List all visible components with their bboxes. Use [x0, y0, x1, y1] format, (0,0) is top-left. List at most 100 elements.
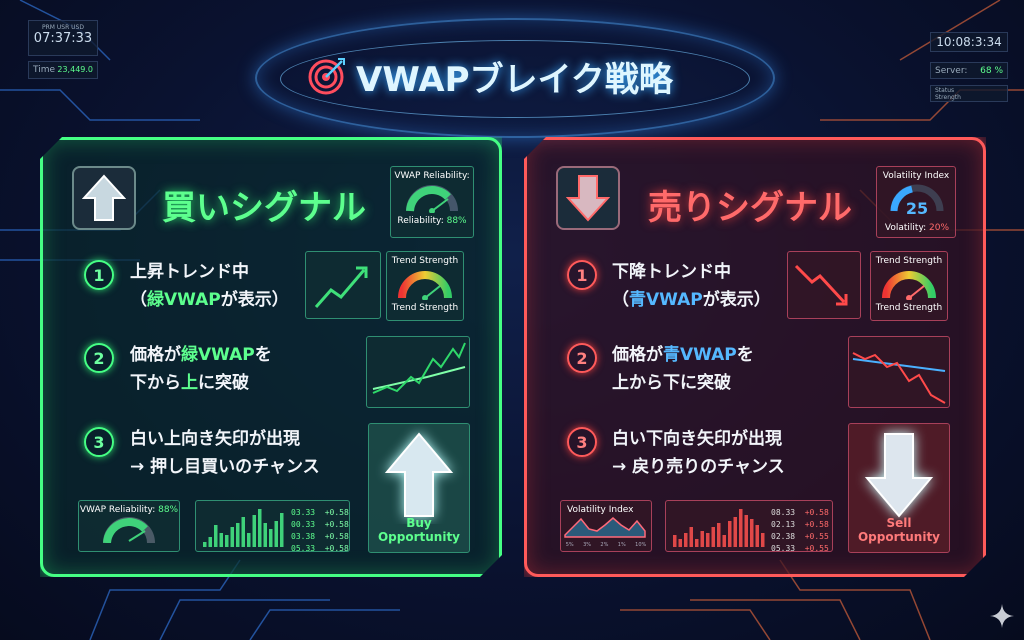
gauge-value: 88%	[446, 216, 467, 226]
volatility-value: 20%	[929, 223, 950, 233]
buy-step-3-number: 3	[84, 427, 114, 457]
hud-clock-right: 10:08:3:34	[930, 32, 1008, 52]
sell-title: 売りシグナル	[648, 188, 852, 228]
ticker-row: 02.38 +0.55	[771, 532, 829, 541]
downtrend-line	[794, 264, 848, 306]
bar	[225, 535, 229, 547]
bar	[252, 515, 256, 547]
uptrend-line	[314, 266, 368, 308]
buy-opportunity-card[interactable]: Buy Opportunity	[368, 423, 470, 553]
ticker-row: 05.33 +0.55	[771, 544, 829, 553]
breakout-line	[372, 342, 466, 394]
bar	[236, 523, 240, 547]
sell-step-1: 下降トレンド中 （青VWAPが表示）	[612, 262, 771, 310]
bar	[706, 533, 710, 547]
ticker-row: 00.33 +0.58	[291, 520, 349, 529]
sell-step-3: 白い下向き矢印が出現 → 戻り売りのチャンス	[612, 429, 785, 477]
hud-labels: PRM USR USD	[42, 24, 84, 31]
big-arrow-up-icon	[384, 432, 454, 517]
bar	[230, 527, 234, 547]
bar	[717, 523, 721, 547]
arrow-down-icon	[566, 175, 610, 222]
trend-gauge	[398, 271, 452, 301]
bar	[678, 539, 682, 547]
title-ring-inner	[280, 40, 750, 118]
bar	[241, 517, 245, 547]
volatility-dial	[890, 184, 944, 212]
big-arrow-down-icon	[864, 433, 934, 518]
bar	[761, 533, 765, 547]
bar	[214, 525, 218, 547]
bar	[695, 539, 699, 547]
buy-bar-chart	[203, 509, 284, 547]
sell-step-2: 価格が青VWAPを 上から下に突破	[612, 345, 754, 393]
bar	[208, 537, 212, 547]
server-value: 68 %	[980, 66, 1003, 76]
buy-breakout-chart	[366, 336, 470, 408]
target-icon	[308, 58, 345, 95]
hud-time-value: 23,449.0	[57, 65, 93, 74]
status-label: Status	[935, 87, 955, 94]
bar	[733, 517, 737, 547]
hud-time: Time 23,449.0	[28, 61, 98, 79]
sell-step-2-number: 2	[567, 343, 597, 373]
bar	[728, 521, 732, 547]
volatility-area-chart	[564, 517, 646, 538]
sell-opportunity-card[interactable]: Sell Opportunity	[848, 423, 950, 553]
buy-step-2-number: 2	[84, 343, 114, 373]
gauge-title: VWAP Reliability:	[394, 171, 470, 181]
sell-step-3-number: 3	[567, 427, 597, 457]
axis-tick: 3%	[583, 542, 591, 548]
volatility-axis: 5%3%2%1%10%	[561, 542, 651, 548]
hud-time-label: Time	[33, 65, 56, 75]
sell-opportunity-label: Sell Opportunity	[857, 516, 941, 544]
title-ring	[255, 18, 775, 138]
server-label: Server:	[935, 66, 968, 76]
sell-downtrend-chart	[787, 251, 861, 319]
hud-status: Status Strength	[930, 85, 1008, 102]
bar	[219, 533, 223, 547]
ticker-row: 08.33 +0.58	[771, 508, 829, 517]
sell-breakdown-chart	[848, 336, 950, 408]
ticker-row: 03.33 +0.58	[291, 508, 349, 517]
page-title: VWAPブレイク戦略	[356, 59, 673, 100]
buy-step-1: 上昇トレンド中 （緑VWAPが表示）	[130, 258, 289, 314]
breakdown-line	[852, 352, 946, 404]
bar	[711, 527, 715, 547]
buy-trend-strength: Trend Strength Trend Strength	[386, 251, 464, 321]
buy-title: 買いシグナル	[162, 188, 366, 228]
bottom-gauge	[103, 517, 155, 544]
sell-icon-box	[556, 166, 620, 230]
bar	[258, 509, 262, 547]
bar	[689, 527, 693, 547]
bar	[739, 509, 743, 547]
step-line-2: （緑VWAPが表示）	[130, 290, 289, 310]
sell-bar-chart	[673, 509, 765, 547]
axis-tick: 2%	[600, 542, 609, 548]
gauge-dial	[406, 185, 458, 214]
step-line-1: 上昇トレンド中	[130, 262, 249, 282]
bar	[203, 542, 207, 547]
axis-tick: 10%	[635, 542, 647, 548]
trend-label: Trend Strength	[391, 303, 459, 313]
bar	[750, 519, 754, 547]
bar	[280, 513, 284, 547]
gauge-label: Reliability:	[397, 216, 444, 226]
sell-trend-strength: Trend Strength Trend Strength	[870, 251, 948, 321]
sparkle-icon	[990, 604, 1014, 628]
bar	[684, 533, 688, 547]
bar	[269, 529, 273, 547]
hud-server: Server: 68 %	[930, 62, 1008, 79]
buy-icon-box	[72, 166, 136, 230]
sell-volatility-gauge: Volatility Index 25 Volatility: 20%	[876, 166, 956, 238]
ticker-row: 05.33 +0.58	[291, 544, 349, 553]
trend-gauge	[882, 271, 936, 301]
bar	[722, 535, 726, 547]
bar	[700, 531, 704, 547]
buy-bottom-reliability: VWAP Reliability: 88%	[78, 500, 180, 552]
buy-step-2: 価格が緑VWAPを 下から上に突破	[130, 345, 272, 393]
axis-tick: 1%	[617, 542, 626, 548]
buy-step-3: 白い上向き矢印が出現 → 押し目買いのチャンス	[130, 429, 320, 477]
